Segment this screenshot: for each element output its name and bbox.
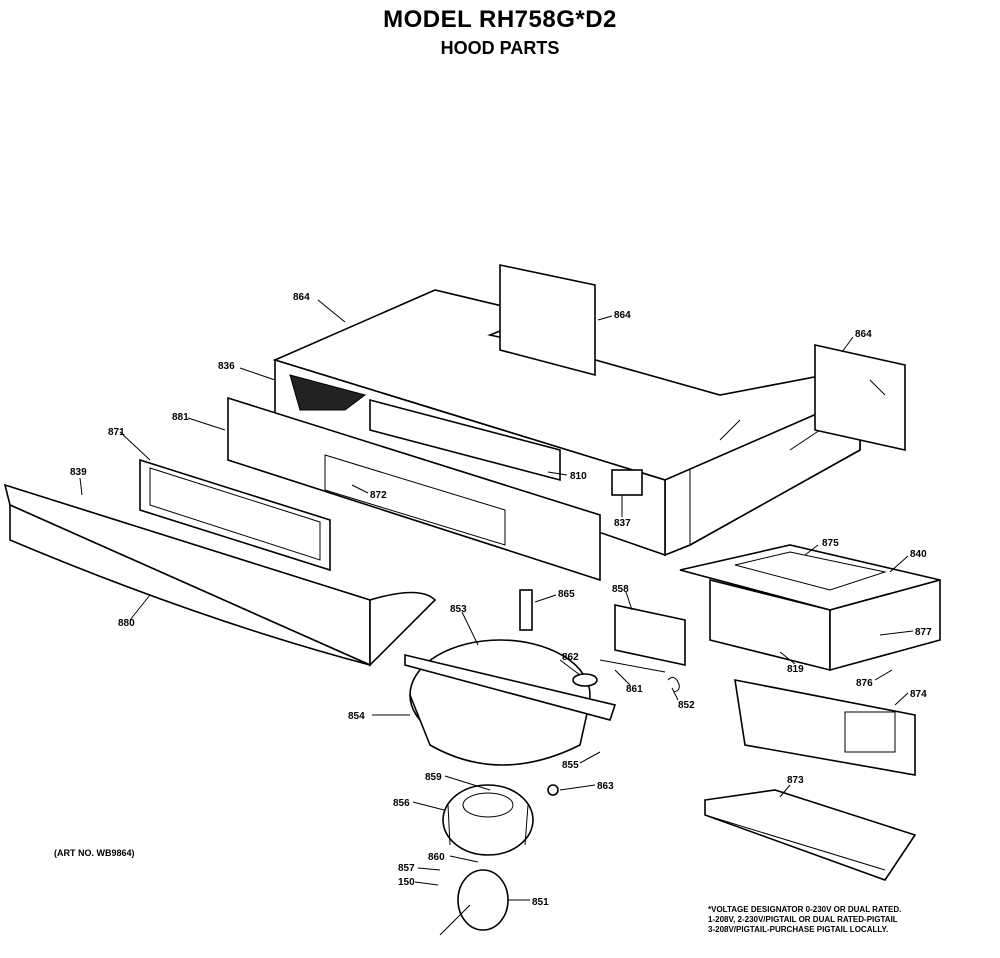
small-parts: [519, 469, 686, 796]
callout-876: 876: [856, 678, 873, 689]
damper-plate: [734, 678, 916, 776]
callout-874: 874: [910, 689, 927, 700]
callout-837: 837: [614, 518, 631, 529]
callout-872: 872: [370, 490, 387, 501]
blower-wheel: [442, 784, 534, 856]
back-panel-top: [499, 264, 596, 377]
callout-873: 873: [787, 775, 804, 786]
inner-panel: [369, 398, 561, 482]
page-title: MODEL RH758G*D2: [383, 6, 617, 33]
side-panel-right: [814, 344, 906, 451]
callout-864-back: 864: [614, 310, 631, 321]
callout-875: 875: [822, 538, 839, 549]
motor: [439, 869, 509, 936]
callout-857: 857: [398, 863, 415, 874]
callout-852: 852: [678, 700, 695, 711]
callout-861: 861: [626, 684, 643, 695]
callout-871: 871: [108, 427, 125, 438]
callout-856: 856: [393, 798, 410, 809]
voltage-note: *VOLTAGE DESIGNATOR 0-230V OR DUAL RATED…: [708, 905, 998, 935]
callout-881: 881: [172, 412, 189, 423]
duct-adapter: [679, 544, 941, 672]
voltage-note-line-3: 3-208V/PIGTAIL-PURCHASE PIGTAIL LOCALLY.: [708, 925, 889, 934]
leader-lines: [79, 299, 914, 901]
voltage-note-line-2: 1-208V, 2-230V/PIGTAIL OR DUAL RATED-PIG…: [708, 915, 898, 924]
callout-859: 859: [425, 772, 442, 783]
callout-836: 836: [218, 361, 235, 372]
callout-819: 819: [787, 664, 804, 675]
callout-851: 851: [532, 897, 549, 908]
callout-858: 858: [612, 584, 629, 595]
callout-810: 810: [570, 471, 587, 482]
callout-840: 840: [910, 549, 927, 560]
callout-855: 855: [562, 760, 579, 771]
callout-877: 877: [915, 627, 932, 638]
voltage-note-line-1: *VOLTAGE DESIGNATOR 0-230V OR DUAL RATED…: [708, 905, 902, 914]
callout-854: 854: [348, 711, 365, 722]
callout-150: 150: [398, 877, 415, 888]
callout-labels: 864 864 864 836 881 871 839 880 810 872 …: [70, 292, 932, 908]
page-subtitle: HOOD PARTS: [440, 38, 560, 58]
callout-865: 865: [558, 589, 575, 600]
callout-862: 862: [562, 652, 579, 663]
filter-frame: [139, 458, 331, 572]
callout-880: 880: [118, 618, 135, 629]
callout-864-top: 864: [293, 292, 310, 303]
callout-860: 860: [428, 852, 445, 863]
vent-panel: [227, 396, 601, 582]
callout-853: 853: [450, 604, 467, 615]
front-panel: [3, 483, 437, 667]
cover-plate: [704, 789, 917, 881]
blower-housing: [404, 639, 617, 766]
callout-863: 863: [597, 781, 614, 792]
art-number: (ART NO. WB9864): [54, 848, 135, 858]
callout-864-right: 864: [855, 329, 872, 340]
callout-839: 839: [70, 467, 87, 478]
